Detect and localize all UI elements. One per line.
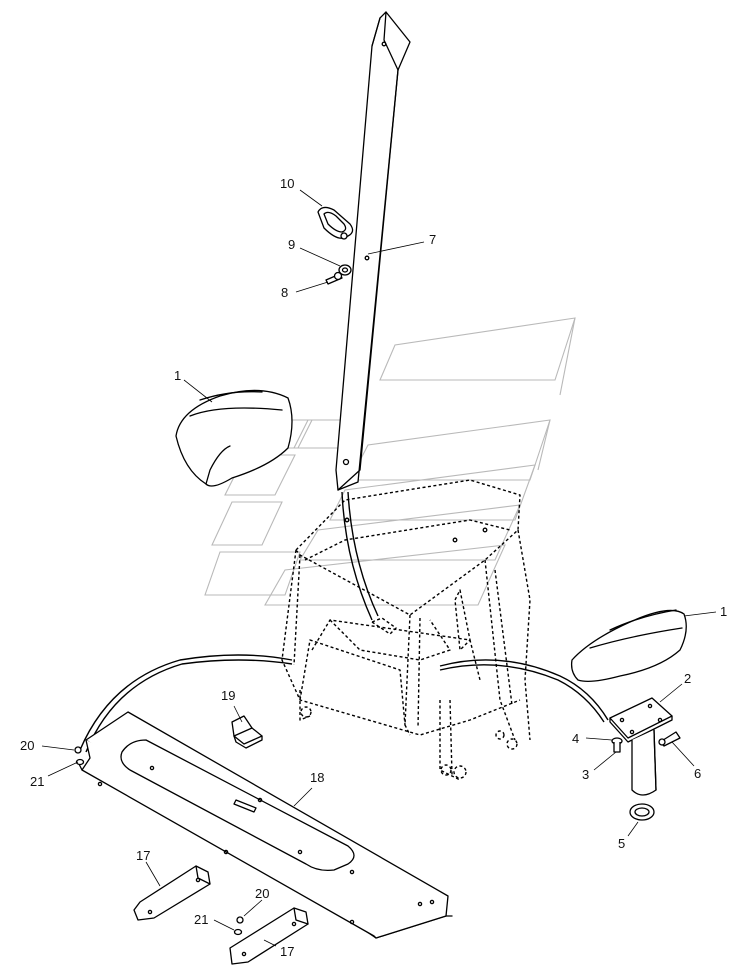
knob-6 xyxy=(658,731,681,747)
callout-9: 9 xyxy=(288,237,295,252)
grommet-5 xyxy=(629,803,655,821)
callout-21-left: 21 xyxy=(30,774,44,789)
callout-20-left: 20 xyxy=(20,738,34,753)
callout-17-left: 17 xyxy=(136,848,150,863)
callout-21-right: 21 xyxy=(194,912,208,927)
fastener-20-21-right xyxy=(233,916,244,936)
bracket-19 xyxy=(231,715,263,749)
callout-2: 2 xyxy=(684,671,691,686)
grommet-9 xyxy=(338,264,352,276)
callout-4: 4 xyxy=(572,731,579,746)
callout-8: 8 xyxy=(281,285,288,300)
mount-bracket-2 xyxy=(609,697,673,796)
callout-7: 7 xyxy=(429,232,436,247)
bracket-17-right xyxy=(229,907,309,965)
bracket-17-left xyxy=(133,865,211,921)
callout-19: 19 xyxy=(221,688,235,703)
cab-frame xyxy=(281,479,531,781)
bracket-ring-10 xyxy=(317,206,354,240)
callouts: 10 9 8 7 1 1 2 4 3 6 5 19 18 20 21 17 20… xyxy=(20,176,727,959)
callout-20-right: 20 xyxy=(255,886,269,901)
callout-10: 10 xyxy=(280,176,294,191)
callout-6: 6 xyxy=(694,766,701,781)
floor-plate-18 xyxy=(77,711,453,939)
callout-5: 5 xyxy=(618,836,625,851)
channel-rail xyxy=(335,11,411,491)
callout-1-right: 1 xyxy=(720,604,727,619)
leader-lines xyxy=(41,189,717,947)
bolt-3-washer-4 xyxy=(611,737,623,753)
callout-3: 3 xyxy=(582,767,589,782)
callout-17-right: 17 xyxy=(280,944,294,959)
screw-8 xyxy=(325,271,343,285)
cushion-right xyxy=(570,609,687,682)
cables xyxy=(79,491,609,753)
callout-18: 18 xyxy=(310,770,324,785)
cushion-left xyxy=(175,389,293,487)
fastener-20-21-left xyxy=(74,746,85,766)
callout-1-left: 1 xyxy=(174,368,181,383)
